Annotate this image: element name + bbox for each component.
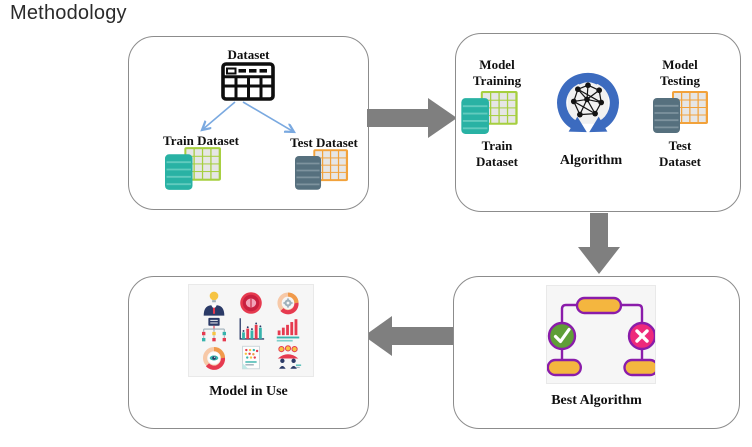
server-tree-icon [201, 318, 226, 342]
page-title: Methodology [10, 2, 127, 24]
idea-person-icon [203, 291, 224, 316]
brain-badge-icon [240, 292, 262, 314]
test-dataset-label: Test Dataset [659, 138, 701, 169]
model-training-box: Model Training Train Dataset [455, 33, 741, 212]
best-algorithm-label: Best Algorithm [551, 393, 642, 408]
train-dataset-label: Train Dataset [163, 133, 239, 148]
test-dataset-label: Test Dataset [290, 135, 358, 150]
gear-donut-icon [277, 292, 299, 315]
best-algorithm-box: Best Algorithm [453, 276, 740, 429]
algorithm-label: Algorithm [559, 153, 623, 168]
bar-chart-icon [239, 318, 265, 341]
test-dataset-icon [295, 149, 349, 190]
team-meeting-icon [278, 345, 302, 369]
train-dataset-icon [461, 91, 518, 134]
train-dataset-icon [165, 147, 221, 190]
model-in-use-box: Model in Use [128, 276, 369, 429]
dataset-split-box: Dataset Train Dataset Test Dataset [128, 36, 369, 210]
dataset-table-icon [221, 62, 275, 101]
split-arrows-icon [191, 101, 309, 137]
model-training-label: Model Training [472, 57, 522, 88]
dataset-label: Dataset [227, 47, 270, 62]
growth-bars-icon [277, 319, 300, 343]
test-dataset-icon [653, 91, 708, 133]
data-sheet-icon [242, 345, 260, 370]
ml-icons-grid [188, 284, 314, 377]
model-in-use-label: Model in Use [209, 384, 288, 399]
decision-tree-icon [546, 285, 659, 384]
train-dataset-label: Train Dataset [476, 138, 518, 169]
model-testing-label: Model Testing [660, 57, 700, 88]
eye-donut-icon [202, 347, 225, 371]
algorithm-cycle-icon [557, 73, 619, 133]
